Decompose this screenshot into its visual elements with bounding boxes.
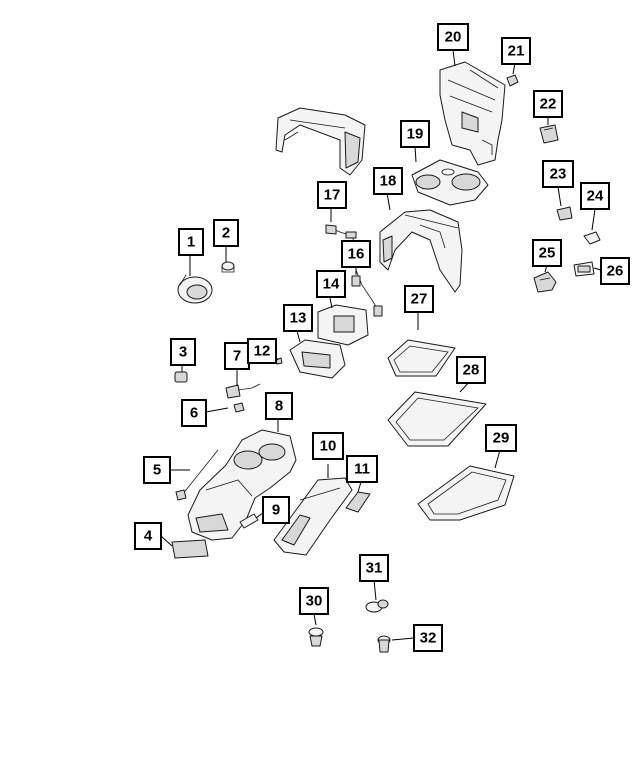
callout-label-29: 29 — [493, 430, 510, 447]
part-9-insert — [239, 513, 259, 529]
part-5-cable-tie — [175, 449, 219, 501]
callout-14: 14 — [316, 270, 346, 298]
callout-5: 5 — [143, 456, 171, 484]
part-32-plug — [377, 635, 391, 653]
callout-16: 16 — [341, 240, 371, 268]
part-19-cupholder-insert — [411, 159, 489, 206]
callout-label-13: 13 — [290, 310, 307, 327]
callout-label-21: 21 — [508, 43, 525, 60]
part-26-outlet — [573, 261, 595, 277]
callout-28: 28 — [456, 356, 486, 384]
part-upper-bezel — [275, 107, 366, 176]
callout-label-16: 16 — [348, 246, 365, 263]
callout-label-22: 22 — [540, 96, 557, 113]
part-2-knob — [221, 261, 235, 273]
callout-label-1: 1 — [187, 234, 195, 251]
callout-label-7: 7 — [233, 348, 241, 365]
callout-19: 19 — [400, 120, 430, 148]
callout-6: 6 — [181, 399, 207, 427]
part-22-switch — [539, 124, 559, 144]
callout-10: 10 — [312, 432, 344, 460]
callout-label-10: 10 — [320, 438, 337, 455]
part-25-connector — [533, 271, 557, 293]
callout-label-18: 18 — [380, 173, 397, 190]
part-28-mat — [387, 391, 487, 447]
part-20-rear-panel — [439, 61, 506, 166]
callout-label-23: 23 — [550, 166, 567, 183]
callout-18: 18 — [373, 167, 403, 195]
callout-24: 24 — [580, 182, 610, 210]
part-16-17-harness — [325, 224, 383, 317]
callout-26: 26 — [600, 257, 630, 285]
callout-label-20: 20 — [445, 29, 462, 46]
callout-2: 2 — [213, 219, 239, 247]
callout-1: 1 — [178, 228, 204, 256]
part-4-lens — [171, 539, 209, 559]
callout-9: 9 — [262, 496, 290, 524]
callout-label-25: 25 — [539, 245, 556, 262]
part-14-switch-bezel — [317, 304, 369, 346]
callout-label-8: 8 — [275, 398, 283, 415]
callout-label-30: 30 — [306, 593, 323, 610]
part-24-cover — [583, 231, 601, 245]
callout-27: 27 — [404, 285, 434, 313]
callout-17: 17 — [317, 181, 347, 209]
part-18-console-body — [379, 209, 463, 293]
part-27-mat — [387, 339, 456, 377]
callout-label-6: 6 — [190, 405, 198, 422]
part-1-ring — [177, 274, 213, 304]
part-10-armrest — [273, 477, 353, 556]
callout-label-17: 17 — [324, 187, 341, 204]
part-31-fastener — [365, 599, 389, 613]
callout-label-3: 3 — [179, 344, 187, 361]
part-13-shifter-bezel — [289, 339, 346, 379]
callout-8: 8 — [265, 392, 293, 420]
callout-30: 30 — [299, 587, 329, 615]
callout-label-2: 2 — [222, 225, 230, 242]
callout-label-27: 27 — [411, 291, 428, 308]
callout-11: 11 — [346, 455, 378, 483]
part-11-pad — [345, 491, 371, 513]
callout-32: 32 — [413, 624, 443, 652]
callout-label-28: 28 — [463, 362, 480, 379]
callout-31: 31 — [359, 554, 389, 582]
callout-label-32: 32 — [420, 630, 437, 647]
callout-label-31: 31 — [366, 560, 383, 577]
part-8-console-base — [187, 429, 297, 541]
part-21-clip — [506, 74, 519, 87]
part-30-fastener — [308, 627, 324, 647]
part-29-tray — [417, 465, 515, 521]
callout-29: 29 — [485, 424, 517, 452]
callout-label-4: 4 — [144, 528, 153, 545]
callout-23: 23 — [542, 160, 574, 188]
part-3-switch — [174, 371, 188, 383]
callout-21: 21 — [501, 37, 531, 65]
callout-label-11: 11 — [354, 461, 370, 478]
callout-label-14: 14 — [323, 276, 340, 293]
part-6-clip — [233, 402, 245, 413]
callout-25: 25 — [532, 239, 562, 267]
callout-13: 13 — [283, 304, 313, 332]
callout-label-26: 26 — [607, 263, 624, 280]
callout-label-19: 19 — [407, 126, 424, 143]
callout-22: 22 — [533, 90, 563, 118]
callout-label-24: 24 — [587, 188, 604, 205]
part-7-module — [225, 383, 261, 399]
callout-label-9: 9 — [272, 502, 280, 519]
callout-20: 20 — [437, 23, 469, 51]
callout-12: 12 — [247, 338, 277, 364]
callout-label-12: 12 — [254, 343, 271, 360]
callout-7: 7 — [224, 342, 250, 370]
callout-label-5: 5 — [153, 462, 161, 479]
callout-4: 4 — [134, 522, 162, 550]
part-23-switch — [556, 206, 573, 221]
callout-3: 3 — [170, 338, 196, 366]
